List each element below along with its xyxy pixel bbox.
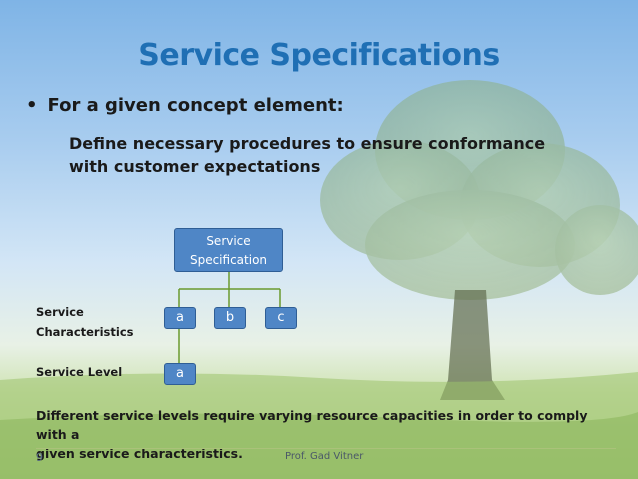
node-root-line-1: Service xyxy=(206,234,251,248)
node-root-line-2: Specification xyxy=(189,253,268,267)
note-line-2: given service characteristics. xyxy=(36,446,243,461)
node-characteristic-b: b xyxy=(214,307,246,329)
sub-bullet-text: Define necessary procedures to ensure co… xyxy=(69,132,609,178)
note-line-1: Different service levels require varying… xyxy=(36,408,588,442)
row-label-service-level: Service Level xyxy=(36,365,123,379)
sub-line-2: with customer expectations xyxy=(69,157,321,176)
page-number: 9 xyxy=(36,451,43,464)
node-characteristic-a: a xyxy=(164,307,196,329)
bullet-dot-icon: • xyxy=(26,95,38,116)
bullet-item: • For a given concept element: xyxy=(26,95,344,116)
node-characteristic-c: c xyxy=(265,307,297,329)
node-service-specification: Service Specification xyxy=(174,228,283,272)
footer-author: Prof. Gad Vitner xyxy=(285,451,364,462)
slide-title: Service Specifications xyxy=(138,38,500,73)
bullet-text: For a given concept element: xyxy=(47,95,344,116)
bottom-note: Different service levels require varying… xyxy=(36,406,616,463)
row-label-line-2: Characteristics xyxy=(36,325,134,339)
footer-divider xyxy=(36,448,616,449)
row-label-line-1: Service xyxy=(36,305,84,319)
sub-line-1: Define necessary procedures to ensure co… xyxy=(69,134,546,153)
node-level-a: a xyxy=(164,363,196,385)
row-label-service-characteristics: Service Characteristics xyxy=(36,302,134,342)
